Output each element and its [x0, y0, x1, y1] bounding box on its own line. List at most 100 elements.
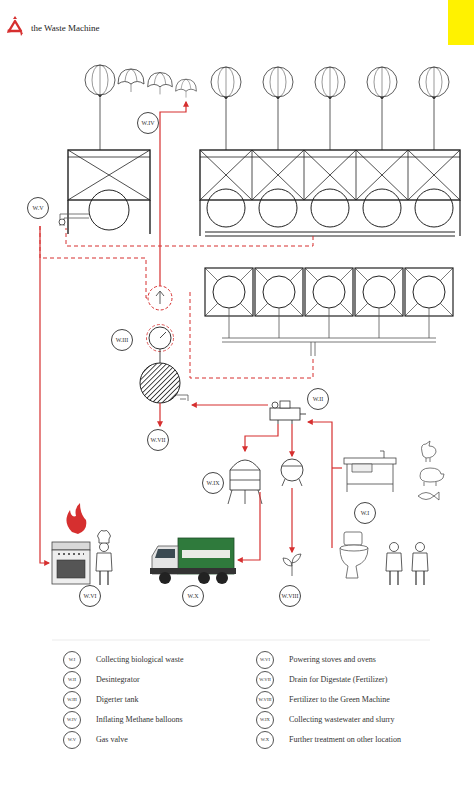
fish-icon	[418, 492, 439, 500]
storage-tank	[263, 276, 295, 308]
digester-pipe	[176, 395, 188, 401]
callout-circle: W.I	[354, 502, 376, 524]
legend-row: W.I Collecting biological waste	[63, 651, 263, 669]
legend-symbol: W.IV	[63, 711, 81, 729]
legend-text: Powering stoves and ovens	[289, 654, 454, 665]
flow-arrow	[245, 424, 278, 451]
callout-circle: W.X	[182, 585, 204, 607]
methane-balloon	[367, 67, 397, 100]
legend-row: W.VIIDrain for Digestate (Fertilizer)	[256, 671, 456, 689]
methane-balloon	[85, 65, 115, 98]
legend-text: Inflating Methane balloons	[96, 714, 261, 725]
plant-icon	[283, 554, 301, 576]
desintegrator-valve	[272, 402, 278, 408]
truss-bracing	[68, 150, 150, 200]
callout-number: W.IX	[207, 480, 220, 486]
legend-symbol: W.VII	[256, 671, 274, 689]
flow-arrow	[192, 404, 268, 405]
stove-top	[52, 542, 90, 550]
desintegrator-pipe	[278, 414, 306, 424]
callout-number: W.VII	[151, 437, 166, 443]
gas-line	[40, 226, 148, 298]
gas-tank	[363, 189, 401, 227]
flow-arrow	[308, 422, 332, 548]
toilet-bowl	[340, 548, 368, 578]
callout-circle: W.III	[111, 329, 133, 351]
storage-tank	[413, 276, 445, 308]
tank-stand	[282, 466, 302, 486]
flow-arrow	[159, 403, 160, 426]
kitchen-sink	[344, 451, 396, 492]
legend-text: Fertilizer to the Green Machine	[289, 694, 454, 705]
tank-stand	[228, 470, 262, 504]
legend-row: W.VGas valve	[63, 731, 263, 749]
person-icon	[386, 543, 402, 586]
sink-basin	[352, 464, 372, 472]
flow-arrow	[160, 102, 186, 286]
truck-window	[155, 549, 175, 558]
balloon-string	[100, 98, 434, 150]
callout-number: W.I	[361, 510, 370, 516]
recycle-arrows	[7, 16, 23, 36]
deflated-balloon	[118, 69, 144, 92]
garbage-truck	[150, 538, 236, 584]
callout-circle: W.VI	[79, 585, 101, 607]
legend-row: W.IXCollecting wastewater and slurry	[256, 711, 456, 729]
storage-tank	[363, 276, 395, 308]
deflated-balloon	[176, 79, 197, 97]
truck-wheel	[216, 572, 228, 584]
toilet	[340, 532, 368, 578]
callout-number: W.III	[67, 698, 77, 703]
sink-counter	[344, 458, 396, 464]
storage-tank	[313, 276, 345, 308]
gas-tank	[207, 189, 245, 227]
flow-arrow	[291, 488, 292, 552]
desintegrator-body	[270, 408, 300, 420]
callout-circle: W.VIII	[279, 585, 301, 607]
stove-knobs	[58, 553, 84, 555]
callout-number: W.X	[261, 738, 269, 743]
callout-number: W.VI	[84, 593, 97, 599]
gas-tank	[89, 190, 129, 230]
recycle-icon	[7, 16, 23, 36]
callout-circle: W.II	[307, 388, 329, 410]
deflated-balloon	[148, 73, 173, 95]
diagram-title: the Waste Machine	[31, 23, 100, 33]
flow-arrow	[238, 492, 260, 560]
legend-symbol: W.III	[63, 691, 81, 709]
flow-line	[332, 467, 342, 468]
flame-icon	[66, 503, 86, 534]
recycle-triangle	[9, 21, 21, 31]
callout-number: W.V	[33, 205, 44, 211]
methane-balloon	[315, 67, 345, 100]
callout-number: W.VIII	[282, 593, 299, 599]
gas-tank	[311, 189, 349, 227]
legend-symbol: W.IX	[256, 711, 274, 729]
legend-row: W.IV Inflating Methane balloons	[63, 711, 263, 729]
chef-hat	[98, 530, 111, 543]
legend-text: Collecting biological waste	[96, 654, 261, 665]
flow-arrows	[40, 102, 342, 563]
methane-balloon	[211, 67, 241, 100]
outlet-pipe	[222, 308, 436, 356]
gas-tank	[415, 189, 453, 227]
truss-frame	[68, 150, 150, 200]
gas-outlet	[148, 286, 172, 310]
gauge-needle	[160, 332, 166, 363]
callout-number: W.II	[68, 678, 76, 683]
toilet-seat	[340, 545, 368, 551]
callout-number: W.I	[69, 658, 76, 663]
legend-text: Digerter tank	[96, 694, 261, 705]
fertilizer-tank	[281, 459, 303, 481]
callout-number: W.II	[313, 396, 324, 402]
callout-number: W.VI	[260, 658, 270, 663]
callout-number: W.IV	[67, 718, 77, 723]
desintegrator	[270, 401, 306, 424]
callout-circle: W.IV	[137, 112, 159, 134]
oven-window	[57, 560, 85, 578]
truck-wheel	[198, 572, 210, 584]
callout-number: W.VIII	[259, 698, 272, 703]
legend-text: Desintegrator	[96, 674, 261, 685]
sink-legs	[347, 451, 393, 492]
digester-tank	[140, 363, 180, 403]
